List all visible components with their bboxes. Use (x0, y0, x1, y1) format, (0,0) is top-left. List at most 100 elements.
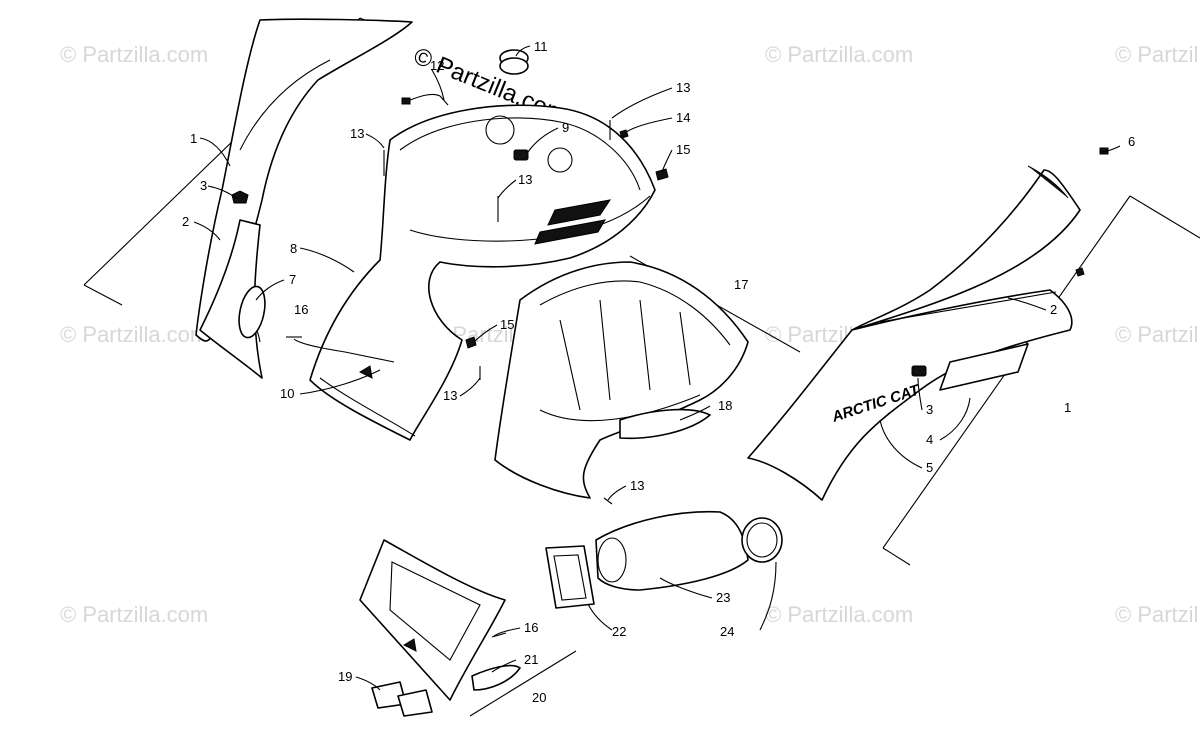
leader-line (493, 627, 521, 637)
leader-line (193, 221, 221, 241)
grommet-cap (499, 49, 529, 75)
lower-panel-body (359, 539, 506, 701)
callout-13: 13 (518, 172, 532, 187)
callout-18: 18 (718, 398, 732, 413)
hood-bottom-edge (319, 377, 416, 437)
leader-line (659, 577, 713, 599)
leader-line (299, 369, 381, 395)
tray-rib (639, 299, 651, 391)
callout-20: 20 (532, 690, 546, 705)
leader-line (199, 137, 231, 167)
leader-line (459, 377, 481, 397)
hood-vent-stripe (534, 219, 606, 245)
duct-mouth (597, 537, 627, 583)
tray-body (494, 261, 749, 499)
left-panel-crease (239, 59, 331, 151)
callout-9: 9 (562, 120, 569, 135)
callout-5: 5 (926, 460, 933, 475)
leader-line (587, 603, 613, 631)
watermark-text: © Partzilla.com (60, 42, 208, 67)
callout-13: 13 (676, 80, 690, 95)
callout-24: 24 (720, 624, 734, 639)
right-panel-body (747, 289, 1073, 501)
callout-3: 3 (926, 402, 933, 417)
hood-inner-edge (399, 117, 641, 191)
hood-vent-stripe (547, 199, 612, 226)
leader-line (879, 419, 923, 469)
left-panel-emblem (231, 190, 249, 204)
left-panel-lower (199, 219, 263, 379)
tray-rib (679, 311, 691, 386)
leader-line (293, 338, 395, 363)
screw (603, 497, 613, 505)
leader-line (355, 676, 381, 691)
leader-line (939, 397, 971, 441)
hood-gauge-hole (547, 147, 573, 173)
callout-13: 13 (350, 126, 364, 141)
hose-clamp-inner (746, 522, 778, 558)
tray-rim (539, 280, 731, 346)
right-panel-decal (939, 343, 1029, 391)
push-clip (1075, 267, 1085, 277)
callout-14: 14 (676, 110, 690, 125)
lower-panel-arrow-mark (402, 638, 417, 652)
tray-floor (539, 394, 701, 422)
retainer-clip (465, 336, 477, 349)
callout-6: 6 (1128, 134, 1135, 149)
right-panel-crease (879, 291, 1057, 323)
callout-22: 22 (612, 624, 626, 639)
leader-line (299, 247, 355, 273)
callout-7: 7 (289, 272, 296, 287)
leader-line (1007, 297, 1047, 311)
leader-line (759, 561, 777, 631)
callout-8: 8 (290, 241, 297, 256)
leader-line (497, 179, 517, 199)
callout-13: 13 (443, 388, 457, 403)
duct-gasket (545, 545, 595, 609)
switch-knob (513, 149, 529, 161)
callout-19: 19 (338, 669, 352, 684)
callout-labels: 1 3 2 7 8 10 11 12 13 13 9 13 14 15 16 1… (182, 39, 1135, 705)
hood-gauge-hole (485, 115, 515, 145)
bracket-right-hood-top (1129, 195, 1200, 239)
leader-line (625, 117, 673, 133)
leader-line (661, 149, 673, 173)
callout-1: 1 (1064, 400, 1071, 415)
leader-line (515, 45, 531, 57)
leader-line (679, 405, 711, 421)
leader-line (611, 87, 673, 119)
callout-2: 2 (182, 214, 189, 229)
callout-15: 15 (500, 317, 514, 332)
leader-line (365, 133, 385, 149)
right-panel-upper (851, 169, 1081, 331)
storage-tray (494, 261, 749, 499)
leader-line (1099, 145, 1121, 153)
intake-duct (595, 510, 749, 591)
right-panel-accent (1027, 165, 1069, 199)
leader-line (255, 279, 285, 301)
hose-clamp (741, 517, 783, 563)
leader-line (473, 324, 498, 343)
leader-line (431, 69, 445, 101)
watermark-text: © Partzilla.com (1115, 602, 1200, 627)
front-hood (309, 104, 656, 441)
callout-15: 15 (676, 142, 690, 157)
leader-line (607, 485, 627, 501)
mount-bracket (397, 689, 433, 717)
leader-line (207, 185, 237, 199)
tray-rib (599, 299, 611, 401)
callout-1: 1 (190, 131, 197, 146)
hood-body (309, 104, 656, 441)
lower-panel-opening (389, 561, 481, 661)
callout-17: 17 (734, 277, 748, 292)
leader-lines (193, 45, 1121, 691)
callout-12: 12 (430, 58, 444, 73)
bracket-left-hood-foot (83, 284, 123, 306)
watermark-text: © Partzilla.com (60, 322, 208, 347)
right-panel-emblem (911, 365, 927, 377)
callout-2: 2 (1050, 302, 1057, 317)
lower-front-panel (359, 539, 521, 717)
callout-11: 11 (534, 39, 548, 54)
watermark-text: © Partzilla.com (60, 602, 208, 627)
